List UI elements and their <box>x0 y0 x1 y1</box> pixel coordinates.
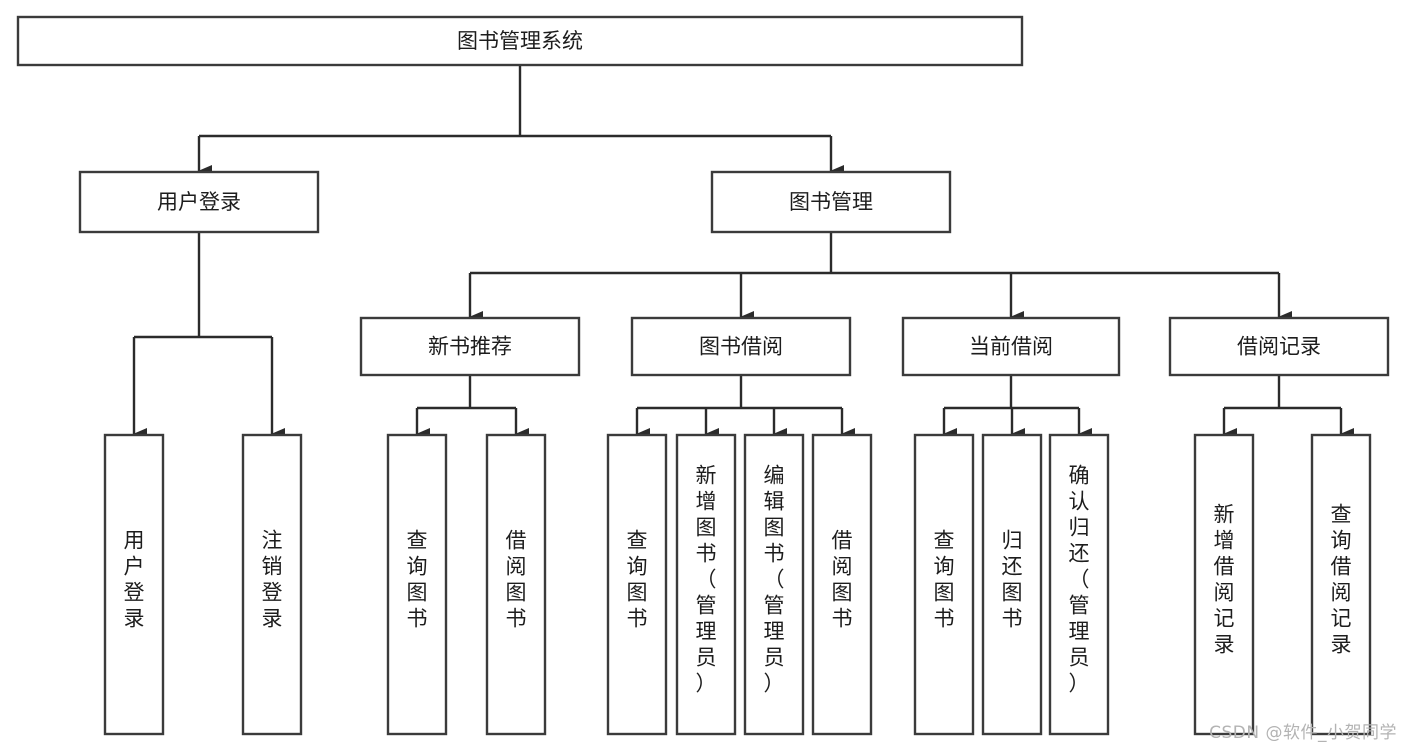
node-leaf-borrow-book-1[interactable]: 借阅图书 <box>485 433 547 736</box>
node-new-book-recommend-label: 新书推荐 <box>428 335 512 359</box>
node-leaf-add-book-label: 新增图书（管理员） <box>696 464 717 696</box>
node-leaf-add-record[interactable]: 新增借阅记录 <box>1193 433 1255 736</box>
node-leaf-confirm-return[interactable]: 确认归还（管理员） <box>1048 433 1110 736</box>
connector-lines <box>132 65 1354 440</box>
node-leaf-borrow-book-2-rect[interactable] <box>811 433 873 736</box>
node-current-borrow[interactable]: 当前借阅 <box>901 316 1121 377</box>
node-current-borrow-rect[interactable] <box>901 316 1121 377</box>
node-root[interactable]: 图书管理系统 <box>16 15 1024 67</box>
node-leaf-return-book-rect[interactable] <box>981 433 1043 736</box>
node-leaf-logout-login[interactable]: 注销登录 <box>241 433 303 736</box>
node-leaf-borrow-book-2[interactable]: 借阅图书 <box>811 433 873 736</box>
node-book-manage-rect[interactable] <box>710 170 952 234</box>
node-leaf-add-record-rect[interactable] <box>1193 433 1255 736</box>
node-leaf-confirm-return-rect[interactable] <box>1048 433 1110 736</box>
node-book-borrow-label: 图书借阅 <box>699 335 783 359</box>
node-root-rect[interactable] <box>16 15 1024 67</box>
node-book-borrow[interactable]: 图书借阅 <box>630 316 852 377</box>
node-leaf-user-login[interactable]: 用户登录 <box>103 433 165 736</box>
node-leaf-query-book-3-label: 查询图书 <box>934 529 955 631</box>
node-leaf-query-book-1-label: 查询图书 <box>407 529 428 631</box>
node-leaf-query-book-3-rect[interactable] <box>913 433 975 736</box>
node-leaf-logout-login-label: 注销登录 <box>262 529 283 631</box>
node-leaf-return-book-label: 归还图书 <box>1002 529 1023 631</box>
node-leaf-add-record-label: 新增借阅记录 <box>1214 503 1235 657</box>
node-user-login-label: 用户登录 <box>157 190 241 214</box>
node-leaf-borrow-book-1-rect[interactable] <box>485 433 547 736</box>
node-book-manage[interactable]: 图书管理 <box>710 170 952 234</box>
node-root-label: 图书管理系统 <box>457 29 583 53</box>
node-leaf-logout-login-rect[interactable] <box>241 433 303 736</box>
node-book-manage-label: 图书管理 <box>789 190 873 214</box>
node-leaf-user-login-label: 用户登录 <box>124 529 145 631</box>
node-user-login-rect[interactable] <box>78 170 320 234</box>
node-leaf-borrow-book-2-label: 借阅图书 <box>832 529 853 631</box>
node-leaf-add-book-rect[interactable] <box>675 433 737 736</box>
node-leaf-query-book-2-rect[interactable] <box>606 433 668 736</box>
node-leaf-query-record[interactable]: 查询借阅记录 <box>1310 433 1372 736</box>
node-leaf-edit-book-rect[interactable] <box>743 433 805 736</box>
node-leaf-return-book[interactable]: 归还图书 <box>981 433 1043 736</box>
node-boxes: 图书管理系统用户登录图书管理新书推荐图书借阅当前借阅借阅记录用户登录注销登录查询… <box>16 15 1390 736</box>
node-leaf-borrow-book-1-label: 借阅图书 <box>506 529 527 631</box>
node-leaf-query-book-3[interactable]: 查询图书 <box>913 433 975 736</box>
node-borrow-record[interactable]: 借阅记录 <box>1168 316 1390 377</box>
node-leaf-edit-book-label: 编辑图书（管理员） <box>764 464 785 696</box>
node-leaf-confirm-return-label: 确认归还（管理员） <box>1069 464 1090 696</box>
node-leaf-query-book-1[interactable]: 查询图书 <box>386 433 448 736</box>
node-new-book-recommend[interactable]: 新书推荐 <box>359 316 581 377</box>
node-leaf-add-book[interactable]: 新增图书（管理员） <box>675 433 737 736</box>
node-borrow-record-rect[interactable] <box>1168 316 1390 377</box>
node-leaf-edit-book[interactable]: 编辑图书（管理员） <box>743 433 805 736</box>
node-leaf-query-book-2-label: 查询图书 <box>627 529 648 631</box>
node-borrow-record-label: 借阅记录 <box>1237 335 1321 359</box>
node-leaf-user-login-rect[interactable] <box>103 433 165 736</box>
node-new-book-recommend-rect[interactable] <box>359 316 581 377</box>
node-user-login[interactable]: 用户登录 <box>78 170 320 234</box>
node-leaf-query-book-2[interactable]: 查询图书 <box>606 433 668 736</box>
node-book-borrow-rect[interactable] <box>630 316 852 377</box>
node-leaf-query-book-1-rect[interactable] <box>386 433 448 736</box>
node-current-borrow-label: 当前借阅 <box>969 335 1053 359</box>
node-leaf-query-record-label: 查询借阅记录 <box>1331 503 1352 657</box>
node-leaf-query-record-rect[interactable] <box>1310 433 1372 736</box>
